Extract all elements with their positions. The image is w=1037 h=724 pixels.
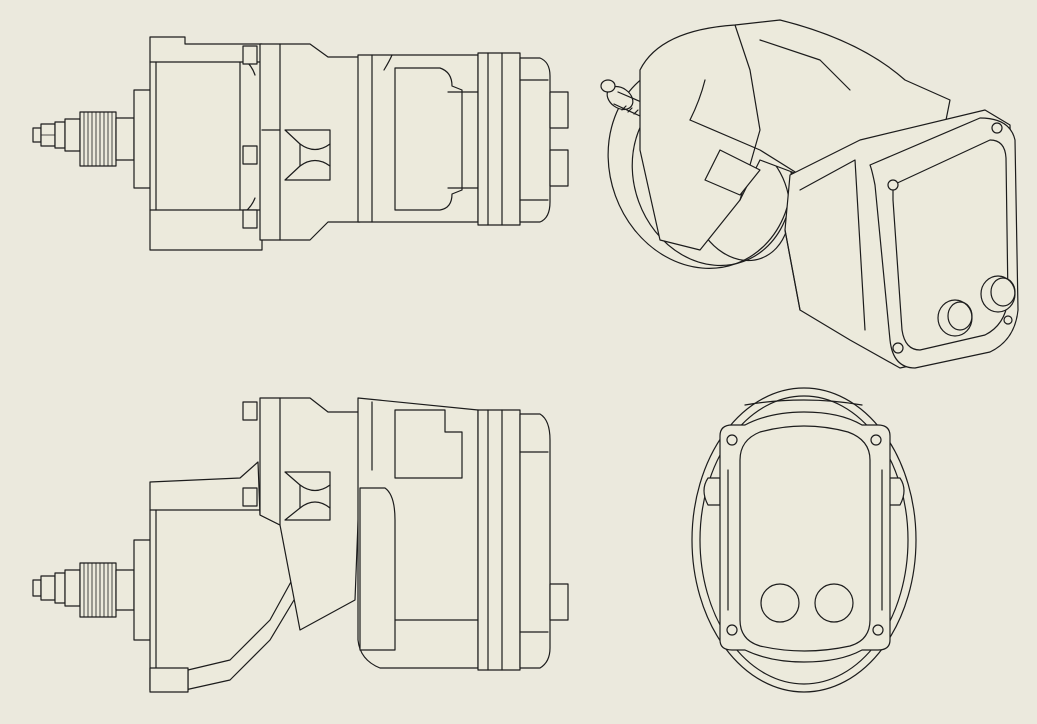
gearbox-section bbox=[259, 43, 361, 241]
view-bottom-right-end bbox=[691, 387, 917, 693]
motor-housing bbox=[149, 36, 263, 251]
end-cap bbox=[477, 52, 569, 226]
view-top-left-side bbox=[32, 36, 569, 251]
front-shaft-nut bbox=[32, 569, 81, 607]
front-spline-gear bbox=[79, 562, 135, 618]
front-motor-body bbox=[357, 397, 479, 669]
end-cover-plate bbox=[719, 411, 891, 663]
end-connector-holes bbox=[760, 583, 854, 623]
view-bottom-left-front bbox=[32, 397, 569, 693]
shaft-nut bbox=[32, 118, 81, 152]
iso-end-cover bbox=[869, 117, 1019, 369]
mounting-flange bbox=[133, 89, 153, 189]
motor-body bbox=[357, 54, 479, 223]
iso-shaft-nut bbox=[600, 79, 647, 117]
iso-connector-bosses bbox=[937, 275, 1016, 337]
spline-gear bbox=[79, 111, 135, 167]
front-flange bbox=[133, 539, 153, 641]
view-top-right-isometric bbox=[600, 19, 1019, 369]
front-lower-housing bbox=[149, 461, 301, 693]
iso-housing bbox=[639, 19, 951, 251]
front-end-cap bbox=[477, 409, 569, 671]
